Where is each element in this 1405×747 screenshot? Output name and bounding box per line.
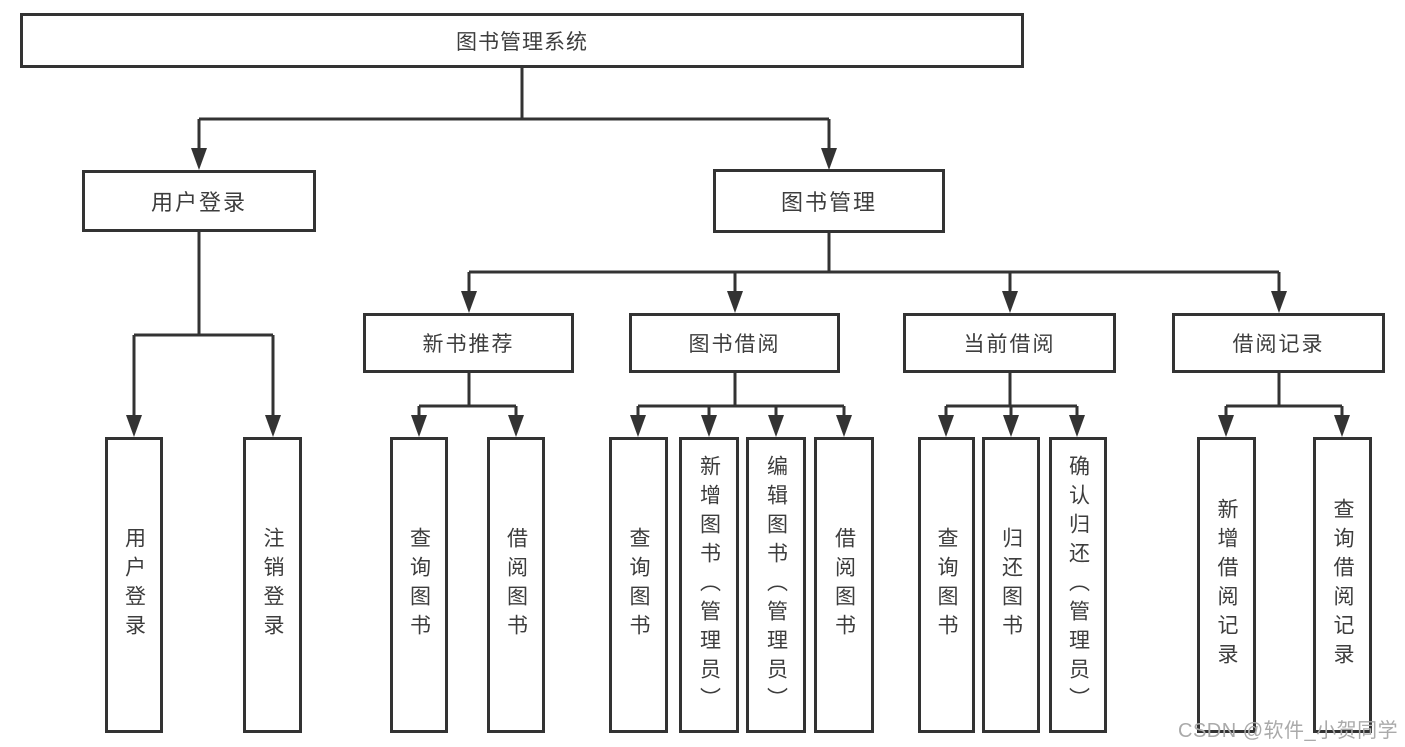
leaf-add-books-admin-label: 新增图书（管理员） (697, 454, 721, 716)
leaf-query-books-3: 查询图书 (918, 437, 975, 733)
leaf-add-borrow-record: 新增借阅记录 (1197, 437, 1256, 733)
leaf-borrow-books-2-label: 借阅图书 (832, 527, 856, 643)
node-book-borrow-label: 图书借阅 (688, 333, 781, 356)
leaf-query-books-1-label: 查询图书 (407, 527, 431, 643)
node-new-book-recommend: 新书推荐 (363, 313, 574, 373)
leaf-add-borrow-record-label: 新增借阅记录 (1215, 498, 1238, 672)
node-root-label: 图书管理系统 (456, 30, 588, 54)
leaf-borrow-books-1-label: 借阅图书 (504, 527, 528, 643)
leaf-user-login-label: 用户登录 (122, 527, 146, 643)
node-borrow-records-label: 借阅记录 (1232, 333, 1325, 356)
node-book-management: 图书管理 (713, 169, 945, 233)
node-current-borrow-label: 当前借阅 (963, 333, 1056, 356)
leaf-query-borrow-record-label: 查询借阅记录 (1331, 498, 1354, 672)
leaf-logout-label: 注销登录 (261, 527, 284, 643)
leaf-confirm-return-admin: 确认归还（管理员） (1049, 437, 1107, 733)
node-user-login: 用户登录 (82, 170, 316, 232)
node-root: 图书管理系统 (20, 13, 1024, 68)
leaf-add-books-admin: 新增图书（管理员） (679, 437, 739, 733)
leaf-edit-books-admin-label: 编辑图书（管理员） (764, 454, 788, 716)
node-current-borrow: 当前借阅 (903, 313, 1116, 373)
leaf-edit-books-admin: 编辑图书（管理员） (746, 437, 806, 733)
leaf-query-books-3-label: 查询图书 (935, 527, 958, 643)
leaf-confirm-return-admin-label: 确认归还（管理员） (1066, 454, 1090, 716)
leaf-return-books: 归还图书 (982, 437, 1040, 733)
node-book-borrow: 图书借阅 (629, 313, 840, 373)
leaf-borrow-books-1: 借阅图书 (487, 437, 545, 733)
leaf-query-borrow-record: 查询借阅记录 (1313, 437, 1372, 733)
leaf-query-books-2: 查询图书 (609, 437, 668, 733)
leaf-query-books-2-label: 查询图书 (627, 527, 650, 643)
leaf-borrow-books-2: 借阅图书 (814, 437, 874, 733)
leaf-return-books-label: 归还图书 (999, 527, 1023, 643)
node-new-book-recommend-label: 新书推荐 (422, 333, 515, 356)
leaf-logout: 注销登录 (243, 437, 302, 733)
leaf-user-login: 用户登录 (105, 437, 163, 733)
node-book-management-label: 图书管理 (780, 190, 877, 215)
csdn-watermark: CSDN @软件_小贺同学 (1178, 720, 1399, 742)
node-borrow-records: 借阅记录 (1172, 313, 1385, 373)
leaf-query-books-1: 查询图书 (390, 437, 448, 733)
node-user-login-label: 用户登录 (150, 190, 247, 215)
